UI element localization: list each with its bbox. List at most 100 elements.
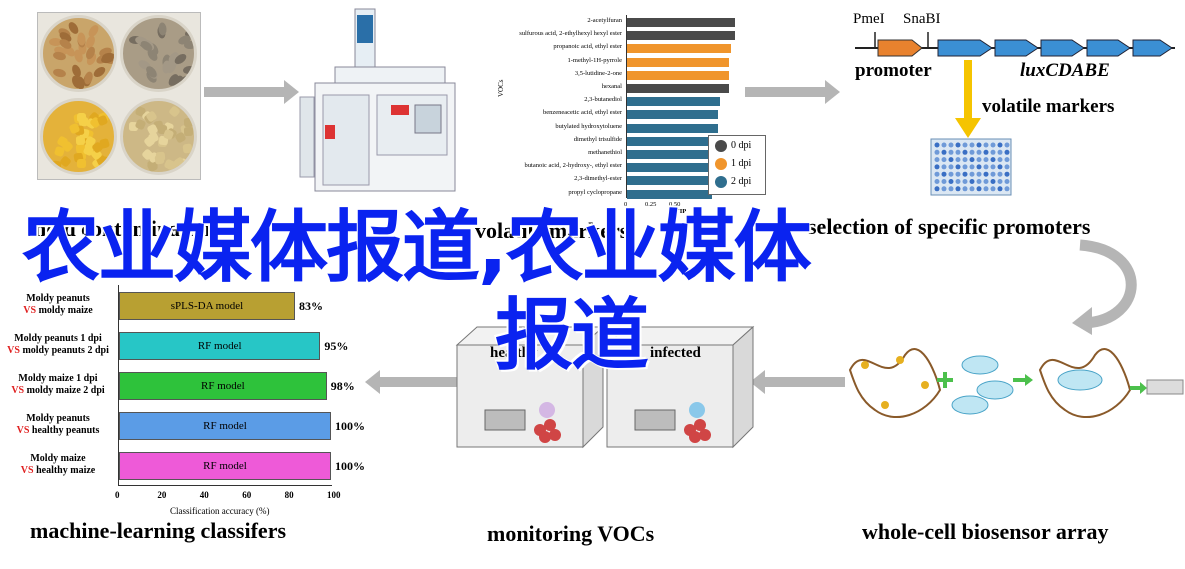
comparison-b-line: VS moldy peanuts 2 dpi	[0, 345, 116, 357]
maize-kernel	[155, 151, 165, 162]
plate-well	[941, 149, 947, 155]
plate-well	[1004, 186, 1010, 192]
plate-well	[997, 149, 1003, 155]
plate-well	[941, 157, 947, 163]
plate-well	[969, 157, 975, 163]
voc-bar	[627, 123, 718, 133]
classifier-bar: RF model	[119, 412, 331, 440]
comparison-b-line: VS healthy maize	[0, 465, 116, 477]
voc-label: 1-methyl-1H-pyrrole	[567, 56, 622, 64]
voc-label: methanethiol	[588, 149, 622, 156]
plate-well	[990, 179, 996, 184]
plate-well	[969, 186, 975, 192]
plate-well	[983, 142, 989, 148]
voc-label: sulfurous acid, 2-ethylhexyl hexyl ester	[519, 30, 622, 38]
plate-well	[983, 157, 989, 163]
classifier-xlabel: Classification accuracy (%)	[170, 506, 270, 516]
comparison-b-line: VS moldy maize	[0, 305, 116, 317]
classifier-xtick: 0	[115, 490, 120, 500]
plate-well	[948, 157, 954, 163]
plate-well	[934, 157, 940, 163]
caption-volatile-markers: volatile markers	[475, 218, 629, 243]
voc-label: 3,5-lutidine-2-one	[574, 69, 622, 77]
infected-chamber-box	[605, 325, 755, 449]
petri-dish-maize-healthy	[40, 98, 117, 175]
microplate-icon	[930, 138, 1012, 196]
comparison-b: healthy peanuts	[29, 425, 100, 436]
plate-well	[1004, 164, 1010, 170]
gc-ms-instrument-illustration	[299, 8, 456, 192]
plate-well	[948, 164, 954, 170]
infected-label: infected	[650, 345, 701, 361]
voc-bar	[627, 18, 735, 27]
plate-well	[955, 164, 961, 170]
maize-kernel	[77, 112, 87, 122]
vs-text: VS	[11, 385, 25, 396]
plate-well	[983, 149, 989, 155]
petri-dish-peanuts-moldy	[120, 15, 197, 92]
voc-label: butanoic acid, 2-hydroxy-, ethyl ester	[524, 162, 622, 170]
plate-well	[990, 157, 996, 163]
plate-well	[934, 186, 940, 192]
classifier-accuracy-label: 98%	[330, 379, 355, 393]
comparison-b-line: VS healthy peanuts	[0, 425, 116, 437]
classifier-xtick: 20	[157, 490, 167, 500]
classifier-xtick: 40	[199, 490, 209, 500]
volatile-markers-label: volatile markers	[982, 96, 1115, 117]
plate-well	[976, 157, 982, 163]
promoter-arrow-icon	[877, 39, 923, 57]
classifier-bar: RF model	[119, 372, 327, 400]
maize-kernel	[181, 143, 193, 154]
voc-bar	[627, 189, 713, 199]
plate-well	[955, 186, 961, 192]
plate-well	[941, 164, 947, 170]
classifier-bar: RF model	[119, 332, 321, 360]
classifier-accuracy-label: 95%	[324, 339, 349, 353]
plate-well	[948, 171, 954, 177]
plate-well	[1004, 149, 1010, 155]
voc-bar	[627, 136, 717, 146]
voc-label: propanoic acid, ethyl ester	[553, 43, 622, 51]
comparison-a: Moldy maize	[30, 453, 86, 464]
plate-well	[941, 142, 947, 148]
plate-well	[955, 142, 961, 148]
voc-bar	[627, 31, 735, 41]
caption-mold-contamination: mold contamination	[28, 216, 217, 241]
arrow-left-1	[365, 370, 460, 394]
plate-well	[962, 171, 968, 177]
voc-axis-line	[626, 15, 627, 198]
voc-xtick: 0.25	[645, 201, 657, 208]
voc-bar	[627, 97, 720, 107]
classifier-axis-x	[118, 485, 332, 486]
sensor-chip-icon	[1146, 379, 1184, 395]
maize-kernel	[98, 155, 111, 167]
plate-well	[1004, 171, 1010, 177]
voc-label: 2-acetylfuran	[587, 17, 622, 24]
plate-well	[955, 149, 961, 155]
voc-label: dimethyl trisulfide	[573, 135, 622, 143]
plate-well	[983, 179, 989, 184]
voc-bar	[627, 110, 718, 120]
plate-well	[934, 149, 940, 155]
operon-label: luxCDABE	[1020, 60, 1110, 81]
plate-well	[990, 171, 996, 177]
voc-label: propyl cyclopropane	[568, 188, 622, 196]
voc-bar	[627, 70, 730, 80]
classifier-xtick: 60	[242, 490, 252, 500]
healthy-chamber-box	[455, 325, 605, 449]
plate-well	[997, 171, 1003, 177]
petri-dish-peanuts-healthy	[40, 15, 117, 92]
promoter-label: promoter	[855, 60, 932, 81]
legend-label-0dpi: 0 dpi	[731, 140, 752, 151]
plate-well	[997, 142, 1003, 148]
voc-legend: 0 dpi 1 dpi 2 dpi	[708, 135, 766, 195]
plate-well	[962, 149, 968, 155]
classifier-xtick: 80	[284, 490, 294, 500]
caption-selection-promoters: selection of specific promoters	[808, 214, 1091, 239]
caption-monitoring-vocs: monitoring VOCs	[487, 521, 655, 546]
maize-kernel	[184, 127, 194, 137]
vs-text: VS	[20, 465, 34, 476]
